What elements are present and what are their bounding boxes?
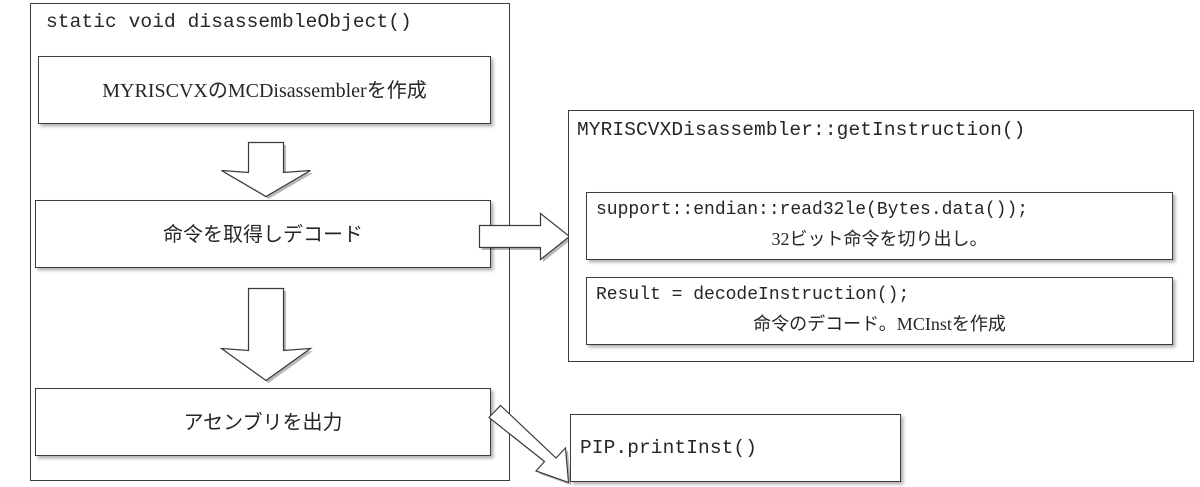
down-arrow-2-icon — [219, 287, 313, 383]
frame-title: static void disassembleObject() — [46, 11, 412, 33]
code-box-print-inst — [570, 414, 901, 482]
diagonal-arrow-to-print-inst-icon — [488, 404, 571, 485]
step-label-fetch-decode: 命令を取得しデコード — [163, 224, 363, 246]
code-line-decode-instruction: Result = decodeInstruction(); — [596, 285, 910, 305]
step-box-create-disassembler — [38, 56, 491, 124]
step-label-emit-assembly: アセンブリを出力 — [183, 412, 343, 434]
step-box-fetch-decode — [35, 200, 491, 268]
code-box-read32le — [586, 192, 1173, 260]
step-box-emit-assembly — [35, 388, 491, 456]
code-note-read32le: 32ビット命令を切り出し。 — [771, 229, 988, 249]
down-arrow-1-icon — [221, 141, 313, 199]
code-line-print-inst: PIP.printInst() — [580, 437, 758, 459]
code-line-read32le: support::endian::read32le(Bytes.data()); — [596, 200, 1029, 220]
right-arrow-to-get-instruction-icon — [478, 212, 572, 262]
get-instruction-panel-title: MYRISCVXDisassembler::getInstruction() — [577, 119, 1026, 141]
code-note-decode-instruction: 命令のデコード。MCInstを作成 — [753, 314, 1006, 334]
step-label-create-disassembler: MYRISCVXのMCDisassemblerを作成 — [102, 80, 427, 102]
code-box-decode-instruction — [586, 277, 1173, 345]
